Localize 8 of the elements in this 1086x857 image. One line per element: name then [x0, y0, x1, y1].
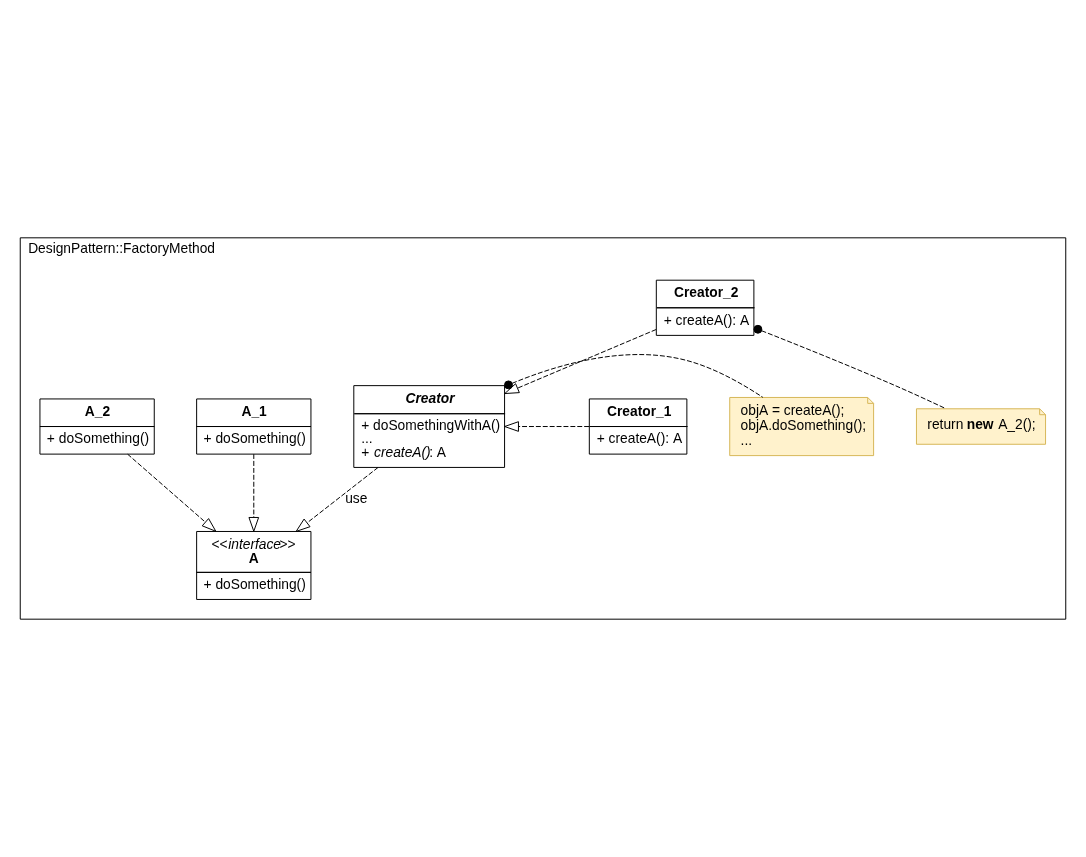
connector	[504, 354, 764, 398]
arrow	[295, 467, 379, 532]
connector	[753, 324, 947, 410]
arrow	[248, 453, 260, 532]
arrow	[127, 453, 217, 532]
arrow	[504, 329, 657, 395]
arrow	[504, 421, 590, 432]
edge-label: use	[345, 491, 368, 507]
